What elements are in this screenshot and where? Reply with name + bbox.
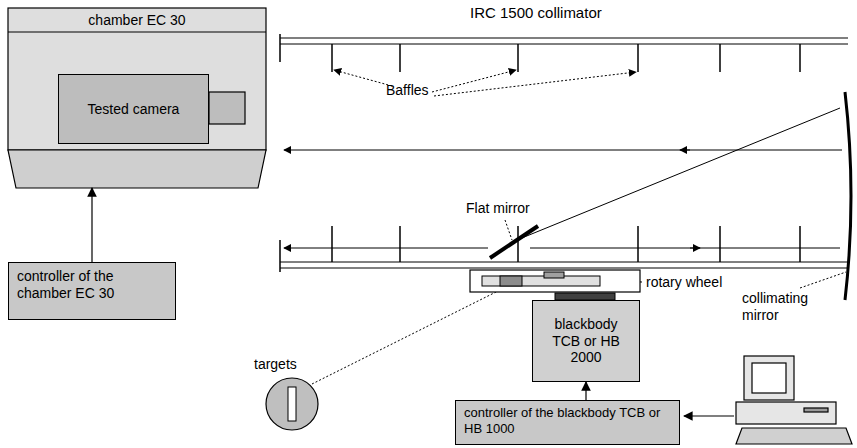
node-text: controller of the blackbody TCB or HB 10…: [464, 405, 671, 436]
target-slit: [288, 387, 296, 421]
tube-wall: [280, 262, 848, 263]
keyboard: [736, 428, 852, 444]
blackbody-aperture: [555, 293, 615, 300]
leader-line: [432, 70, 516, 92]
ray-arrow: [680, 150, 690, 151]
computer: [684, 356, 852, 444]
title-label: IRC 1500 collimator: [470, 4, 602, 22]
node-text: blackbody TCB or HB 2000: [539, 316, 633, 366]
connector-arrow: [91, 188, 92, 262]
callout-label: targets: [254, 356, 297, 373]
baffle: [799, 226, 801, 262]
camera-lens: [209, 92, 245, 124]
baffle: [719, 226, 721, 262]
light-ray: [284, 150, 842, 151]
data-link-arrow: [684, 415, 734, 416]
baffle: [517, 226, 519, 262]
leader-line: [505, 220, 512, 240]
light-ray: [530, 248, 840, 249]
baffle: [331, 226, 333, 262]
leader-line: [312, 290, 500, 384]
leader-line: [334, 70, 392, 86]
disk-drive: [804, 408, 828, 412]
chamber-housing: [8, 8, 266, 188]
tube-end: [279, 240, 281, 272]
callout-label: Baffles: [386, 82, 429, 99]
baffle: [799, 44, 801, 72]
baffle: [637, 226, 639, 262]
wheel-plate: [470, 270, 640, 292]
blackbody-box: blackbody TCB or HB 2000: [532, 300, 640, 382]
rotary-wheel-assembly: [470, 270, 640, 300]
ray-arrow: [690, 248, 700, 249]
chamber-box: chamber EC 30 Tested camera: [8, 8, 266, 188]
callout-label: collimating mirror: [742, 290, 834, 324]
camera-box: Tested camera: [58, 74, 209, 144]
target-symbol: [266, 378, 318, 430]
callout-label: rotary wheel: [646, 274, 722, 291]
baffle: [399, 44, 401, 72]
baffle: [517, 44, 519, 72]
light-ray: [284, 248, 488, 249]
baffle: [331, 44, 333, 72]
rotary-wheel: [482, 276, 600, 286]
flat-mirror: [490, 226, 538, 258]
target-disc: [266, 378, 318, 430]
baffle: [719, 44, 721, 72]
baffle: [399, 226, 401, 262]
tube-end: [279, 34, 281, 62]
chamber-door: [8, 150, 266, 188]
wheel-hub: [544, 272, 564, 278]
collimating-mirror: [845, 92, 851, 300]
tube-wall: [280, 44, 848, 45]
leader-line: [800, 272, 846, 288]
leader-lines: [312, 70, 846, 384]
computer-case: [736, 402, 836, 424]
node-text: Tested camera: [65, 101, 202, 118]
wheel-target: [500, 276, 522, 286]
chamber-body: [8, 8, 266, 150]
node-text: controller of the chamber EC 30: [17, 268, 167, 302]
screen: [752, 363, 786, 393]
collimator-tube: [280, 34, 851, 300]
tube-wall: [280, 37, 848, 38]
node-text: chamber EC 30: [14, 12, 260, 29]
tube-wall: [280, 267, 848, 268]
baffle: [637, 44, 639, 72]
controller-box: controller of the chamber EC 30: [8, 262, 176, 320]
connector-arrow: [585, 382, 586, 400]
monitor: [744, 356, 794, 400]
chamber-top-band: [8, 32, 266, 33]
callout-label: Flat mirror: [466, 200, 530, 217]
light-ray: [512, 108, 840, 242]
controller-box: controller of the blackbody TCB or HB 10…: [455, 400, 680, 445]
leader-line: [434, 72, 636, 96]
